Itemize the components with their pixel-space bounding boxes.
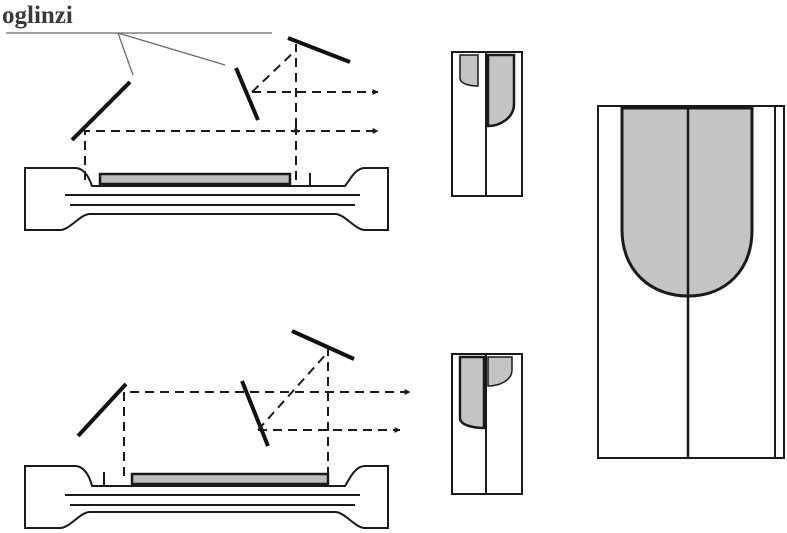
bottom-setup (24, 329, 523, 529)
bottom-screen (451, 353, 523, 495)
bottom-beams (123, 342, 411, 476)
top-setup (24, 36, 523, 231)
mirrors-label: oglinzi (2, 2, 73, 29)
bottom-mirror-left (76, 382, 128, 438)
leader-to-mirror-1 (117, 32, 134, 76)
bottom-stage (24, 465, 389, 529)
top-beams (84, 44, 379, 180)
top-mirror-right (287, 36, 351, 64)
leader-to-mirror-2 (117, 32, 226, 66)
top-mirror-left (70, 80, 132, 142)
large-screen (597, 105, 785, 459)
bottom-mirror-right (291, 329, 355, 361)
bottom-sample (130, 472, 330, 486)
top-stage (24, 167, 389, 231)
top-screen (451, 51, 523, 197)
top-mirror-middle (234, 67, 260, 121)
label-leaders (6, 32, 272, 76)
top-sample (98, 172, 292, 186)
bottom-mirror-middle (240, 380, 270, 447)
